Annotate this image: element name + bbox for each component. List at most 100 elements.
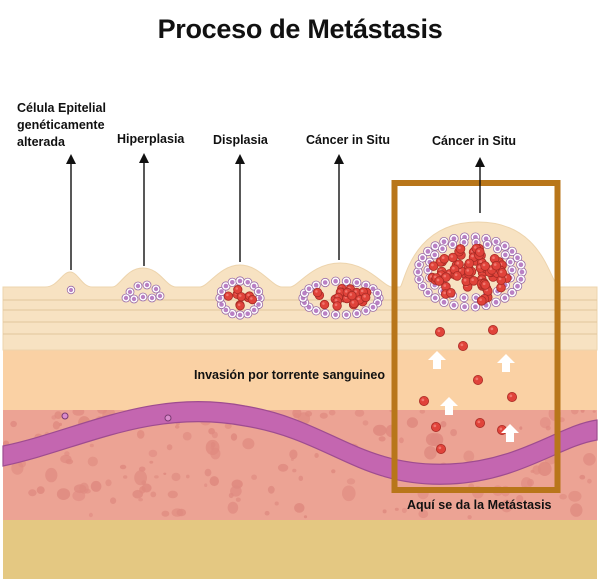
tissue-spot — [394, 507, 399, 511]
tissue-spot — [141, 483, 152, 493]
normal-cell-nucleus — [237, 278, 243, 284]
cancer-cell-highlight — [471, 278, 474, 282]
tissue-spot — [532, 465, 541, 475]
normal-cell-nucleus — [223, 283, 229, 289]
tissue-spot — [354, 409, 365, 417]
tissue-spot — [399, 437, 404, 444]
normal-cell-nucleus — [217, 295, 223, 301]
tissue-spot — [346, 478, 356, 485]
tissue-spot — [105, 479, 112, 487]
tissue-spot — [537, 461, 552, 476]
normal-cell-nucleus — [425, 249, 431, 254]
tissue-spot — [519, 426, 523, 430]
metastasis-label: Aquí se da la Metástasis — [407, 498, 552, 512]
normal-cell-nucleus — [493, 299, 499, 305]
tissue-spot — [204, 468, 212, 477]
cancer-cell-highlight — [454, 273, 458, 277]
cancer-cell-highlight — [431, 263, 434, 267]
tissue-spot — [289, 449, 298, 460]
tissue-spot — [227, 501, 239, 514]
normal-cell-nucleus — [473, 295, 479, 300]
tissue-spot — [294, 503, 305, 513]
tissue-spot — [134, 470, 148, 486]
normal-cell-nucleus — [519, 269, 525, 275]
cancer-cell — [474, 247, 485, 257]
normal-cell-nucleus — [509, 290, 515, 295]
tissue-spot — [267, 485, 275, 494]
tissue-spot — [87, 456, 98, 467]
cancer-cell — [448, 252, 458, 263]
tissue-spot — [230, 433, 238, 441]
cancer-cell — [435, 443, 446, 454]
normal-cell-nucleus — [375, 300, 380, 306]
tissue-spot — [110, 497, 117, 505]
normal-cell-nucleus — [370, 304, 376, 310]
cancer-cell — [430, 421, 441, 432]
cancer-cell — [480, 280, 491, 290]
normal-cell-nucleus — [251, 283, 257, 289]
cancer-cell — [506, 391, 517, 402]
cancer-cell-highlight — [458, 246, 461, 250]
cancer-cell-highlight — [443, 284, 447, 287]
cancer-cell-highlight — [473, 246, 477, 249]
tissue-spot — [559, 493, 567, 500]
cancer-cell — [457, 340, 468, 351]
normal-cell-nucleus — [432, 252, 437, 258]
tissue-spot — [463, 450, 475, 463]
cancer-cell-highlight — [482, 263, 486, 267]
cancer-cell-highlight — [344, 290, 348, 293]
normal-cell-nucleus — [461, 295, 467, 300]
cancer-cell-highlight — [235, 287, 239, 290]
tissue-spot — [418, 509, 429, 519]
normal-cell-nucleus — [306, 286, 312, 292]
cancer-cell — [491, 260, 502, 271]
normal-cell-nucleus — [451, 302, 457, 308]
cancer-cell — [439, 253, 450, 264]
cancer-cell — [497, 268, 508, 278]
cancer-cell-highlight — [499, 427, 503, 431]
tissue-spot — [406, 417, 418, 428]
stage-label-dysplasia: Displasia — [213, 133, 268, 147]
tissue-spot — [88, 512, 93, 518]
cancer-cell-highlight — [509, 394, 513, 398]
normal-cell-nucleus — [441, 299, 447, 305]
cancer-cell — [428, 261, 439, 271]
cell-clusters — [66, 232, 527, 320]
tissue-spot — [401, 507, 407, 514]
normal-cell-nucleus — [131, 296, 137, 302]
tissue-spot — [319, 412, 328, 419]
tissue-spot — [28, 489, 37, 497]
normal-cell-nucleus — [502, 243, 508, 249]
cancer-cell-highlight — [479, 260, 483, 263]
normal-cell-nucleus — [441, 239, 447, 245]
normal-cell-nucleus — [219, 302, 224, 307]
normal-cell-nucleus — [245, 279, 251, 285]
cancer-cell-highlight — [351, 301, 355, 304]
normal-cell-nucleus — [237, 312, 243, 318]
normal-cell-nucleus — [223, 307, 229, 313]
cancer-cell-highlight — [349, 293, 353, 296]
up-arrows — [428, 351, 519, 442]
cancer-cell-highlight — [477, 420, 481, 424]
cancer-cell-highlight — [441, 256, 445, 260]
tissue-spot — [331, 469, 336, 474]
tissue-spot — [138, 498, 144, 502]
stage-arrow-head — [235, 154, 245, 164]
tissue-spot — [342, 485, 356, 502]
tissue-spot — [51, 415, 57, 420]
normal-cell-nucleus — [473, 304, 478, 310]
cancer-cell-highlight — [334, 303, 338, 307]
cancer-cell-highlight — [322, 302, 325, 305]
normal-cell-nucleus — [462, 304, 467, 310]
cancer-cell-highlight — [456, 261, 460, 265]
cancer-cell-highlight — [471, 254, 474, 258]
cancer-cell — [434, 276, 445, 286]
stage-label-carcinoma-in-situ-2: Cáncer in Situ — [432, 134, 517, 148]
cancer-cell-highlight — [493, 263, 497, 266]
cancer-cell — [247, 294, 257, 305]
cancer-cell — [236, 292, 246, 302]
normal-cell-nucleus — [354, 280, 360, 285]
tissue-spot — [171, 472, 181, 482]
tissue-spot — [161, 510, 170, 517]
tissue-spot — [304, 410, 313, 417]
